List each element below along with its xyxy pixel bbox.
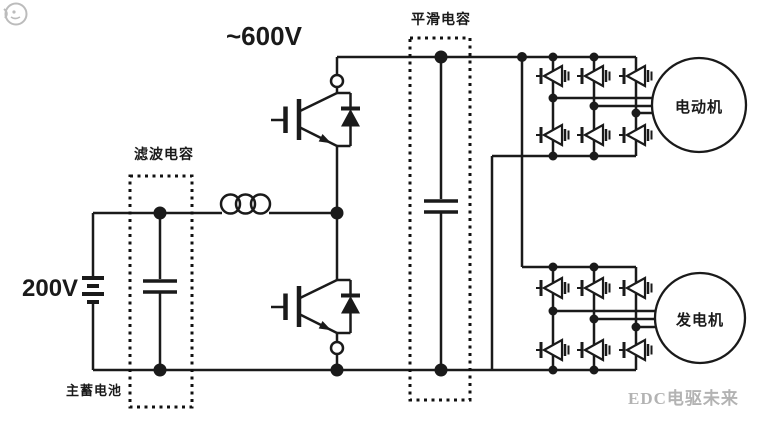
watermark-text: EDC电驱未来 — [628, 389, 739, 408]
smoothing-capacitor-box — [408, 36, 472, 402]
boost-lower-igbt — [271, 280, 360, 356]
inductor-icon — [219, 193, 272, 215]
boost-upper-igbt — [271, 73, 360, 146]
generator-label: 发电机 — [675, 313, 724, 329]
bus-voltage-label: ~600V — [226, 21, 302, 51]
generator-circle — [653, 271, 747, 365]
main-battery-label: 主蓄电池 — [66, 383, 123, 398]
battery-voltage-label: 200V — [22, 275, 79, 302]
battery-icon — [82, 276, 104, 304]
smoothing-capacitor-label: 平滑电容 — [411, 13, 471, 28]
smoothing-capacitor-icon — [424, 199, 458, 214]
filter-capacitor-label: 滤波电容 — [134, 148, 194, 163]
junction-dots — [153, 50, 641, 377]
motor-label: 电动机 — [674, 100, 723, 116]
filter-capacitor-box — [128, 174, 194, 409]
wires — [91, 55, 658, 372]
filter-capacitor-icon — [143, 279, 177, 294]
motor-circle — [650, 56, 748, 154]
watermark-logo-icon — [3, 2, 28, 26]
